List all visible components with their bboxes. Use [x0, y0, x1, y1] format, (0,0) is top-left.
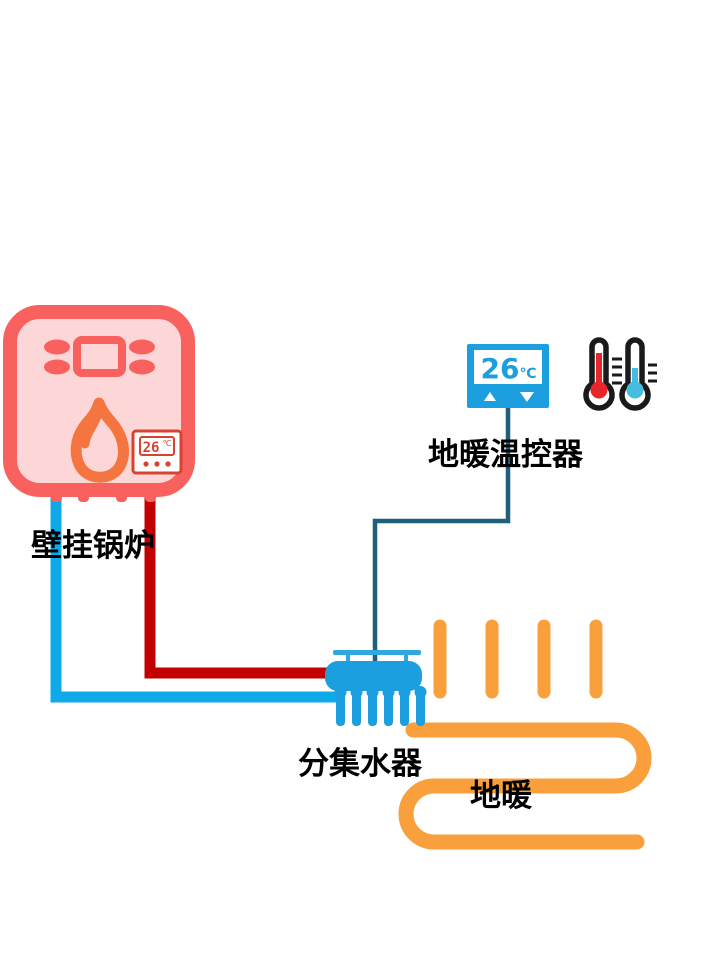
thermostat-temp-value: 26	[481, 352, 520, 385]
hot-thermometer-icon	[583, 337, 622, 411]
pipe-network	[50, 408, 511, 703]
manifold-rail-leg	[346, 654, 350, 663]
boiler-button[interactable]	[129, 359, 155, 375]
boiler-outlet-nub	[78, 488, 89, 502]
cold-thermometer-bulb	[626, 381, 644, 399]
flame-inner-icon	[80, 405, 104, 449]
boiler-body	[3, 305, 195, 497]
thermostat-screen	[474, 350, 542, 384]
boiler-button[interactable]	[44, 359, 70, 375]
floor-heating-thermostat[interactable]: 26 ℃	[467, 344, 549, 408]
manifold-top-rail	[333, 650, 421, 655]
manifold-valve[interactable]	[398, 686, 411, 698]
thermostat-up-button-icon[interactable]	[484, 392, 496, 401]
floor-heating-loop	[398, 619, 652, 850]
manifold-rail-leg	[404, 654, 408, 663]
boiler-panel-display	[73, 336, 126, 377]
wall-mounted-gas-boiler[interactable]: 26 ℃	[3, 305, 195, 502]
cold-thermometer-mercury	[632, 368, 638, 389]
hot-thermometer-mercury	[596, 353, 602, 389]
boiler-outlet-nub	[51, 488, 62, 502]
thermostat-label: 地暖温控器	[428, 437, 583, 473]
boiler-outlet-nub	[116, 488, 127, 502]
boiler-mini-indicator	[143, 461, 149, 467]
boiler-mini-temp-value: 26	[143, 440, 160, 456]
boiler-mini-temp-unit: ℃	[163, 439, 172, 448]
boiler-mini-indicator	[165, 461, 171, 467]
thermostat-down-button-icon[interactable]	[520, 392, 534, 402]
manifold-outlets	[334, 686, 427, 726]
floor-heating-label: 地暖	[470, 778, 532, 814]
manifold-valve[interactable]	[382, 686, 395, 698]
thermostat-control-wire	[372, 408, 511, 672]
thermostat-temp-unit: ℃	[520, 366, 537, 382]
hot-thermometer-bulb	[590, 381, 608, 399]
boiler-mini-display	[139, 436, 175, 456]
boiler-mini-indicator	[154, 461, 160, 467]
flame-icon	[70, 397, 129, 483]
water-separator-manifold[interactable]	[325, 650, 427, 726]
boiler-button[interactable]	[129, 339, 155, 355]
manifold-valve[interactable]	[366, 686, 379, 698]
hot-supply-pipe	[144, 495, 345, 679]
floor-serpentine-pipe	[398, 722, 652, 850]
manifold-valve[interactable]	[350, 686, 363, 698]
manifold-valve[interactable]	[414, 686, 427, 698]
cold-return-pipe	[50, 495, 340, 703]
manifold-label: 分集水器	[298, 746, 422, 782]
boiler-outlet-nub	[145, 488, 156, 502]
manifold-body	[325, 661, 422, 691]
manifold-valve[interactable]	[334, 686, 347, 698]
boiler-button[interactable]	[44, 339, 70, 355]
cold-thermometer-icon	[619, 337, 657, 411]
boiler-label: 壁挂锅炉	[31, 528, 155, 564]
